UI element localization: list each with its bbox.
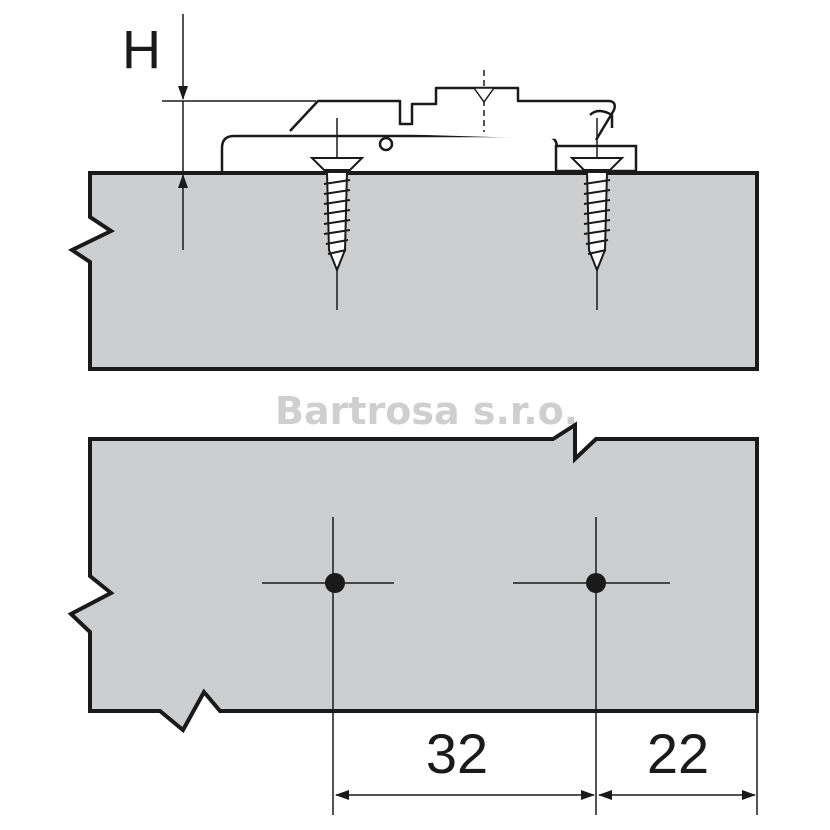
top-panel <box>67 421 759 734</box>
top-view: 32 22 <box>67 421 759 815</box>
side-view: H <box>67 14 759 371</box>
drill-hole-1-icon <box>325 573 345 593</box>
right-screw-icon <box>569 118 625 310</box>
plate-hook <box>589 109 614 128</box>
hole-spacing-dimension: 32 <box>335 722 595 800</box>
plate-upper-profile <box>289 86 616 141</box>
drill-hole-2 <box>513 517 670 815</box>
watermark: Bartrosa s.r.o. <box>275 389 578 433</box>
top-screw-head-icon <box>472 87 496 104</box>
drill-hole-1 <box>262 517 394 815</box>
edge-distance-dimension: 22 <box>598 722 756 800</box>
plate-base <box>220 134 559 171</box>
drill-hole-2-icon <box>586 573 606 593</box>
height-label: H <box>122 20 161 80</box>
left-screw-icon <box>309 118 365 310</box>
side-panel <box>67 171 759 371</box>
hole-spacing-label: 32 <box>426 722 488 785</box>
plate-hole-icon <box>378 136 394 152</box>
edge-distance-label: 22 <box>647 722 709 785</box>
height-dimension: H <box>122 14 316 250</box>
